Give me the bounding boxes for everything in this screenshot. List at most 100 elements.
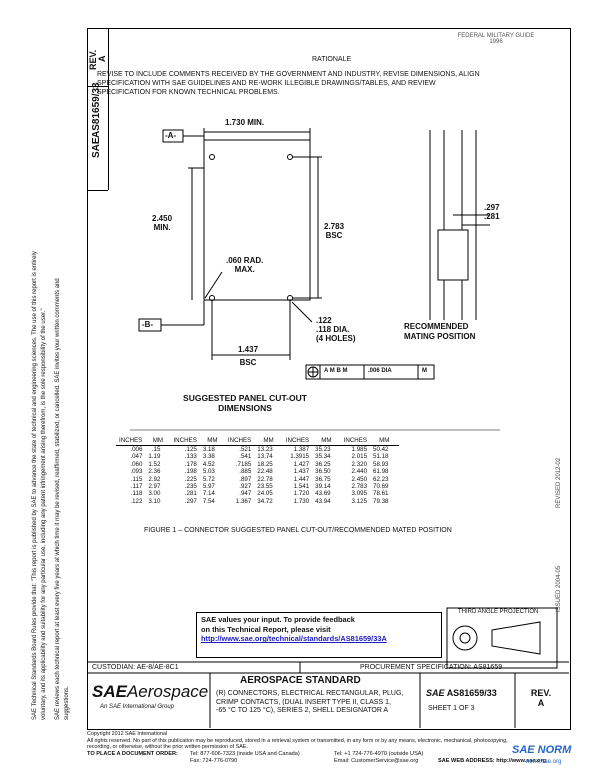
tolerance-datums: A M B M <box>324 368 347 374</box>
table-header: INCHES <box>224 437 255 446</box>
standard-description: (R) CONNECTORS, ELECTRICAL RECTANGULAR, … <box>216 690 403 716</box>
stamp-line-2: 1996 <box>489 39 503 45</box>
footer-order: TO PLACE A DOCUMENT ORDER: <box>87 751 178 758</box>
table-cell: 2.015 <box>351 453 368 461</box>
table-cell: 2.320 <box>351 460 368 468</box>
feedback-box: SAE values your input. To provide feedba… <box>196 612 442 658</box>
table-cell: 1.387 <box>293 446 310 453</box>
title-doc-id: AS81659/33 <box>446 688 497 698</box>
watermark-text: SAE NORM <box>512 744 572 756</box>
table-cell: 51.18 <box>373 453 389 461</box>
tolerance-modifier-3: M <box>422 368 427 374</box>
table-cell: 43.69 <box>315 490 331 498</box>
table-cell: 1.720 <box>293 490 310 498</box>
table-cell: 4.52 <box>202 460 215 468</box>
table-cell: 36.50 <box>315 468 331 476</box>
table-cell: 3.00 <box>148 490 161 498</box>
footer-copyright: Copyright 2012 SAE International <box>87 731 168 737</box>
table-header: INCHES <box>116 437 146 446</box>
feedback-link[interactable]: http://www.sae.org/technical/standards/A… <box>201 634 387 644</box>
table-cell: .235 <box>184 483 197 491</box>
radius-value: .060 RAD. <box>226 256 264 265</box>
table-cell: 36.75 <box>315 475 331 483</box>
revised-date: REVISED 2012-02 <box>556 457 562 508</box>
table-header-row: INCHES MM INCHES MM INCHES MM INCHES MM … <box>116 437 399 446</box>
footer-order-label: TO PLACE A DOCUMENT ORDER: <box>87 751 178 757</box>
dim-center-value: 2.783 <box>324 222 345 231</box>
sae-aerospace-logo: SAEAerospace <box>92 682 208 702</box>
hole-dia: DIA. <box>333 325 350 334</box>
custodian: CUSTODIAN: AE-8/AE-8C1 <box>92 664 179 671</box>
table-cell: .122 <box>130 497 143 505</box>
mating-line-2: MATING POSITION <box>404 332 476 341</box>
tolerance-value: .006 DIA <box>368 368 392 374</box>
footer-tel-2: Tel: +1 724-776-4970 (outside USA) <box>334 751 424 757</box>
table-cell: .133 <box>184 453 197 461</box>
table-cell: .521 <box>239 446 252 453</box>
dim-bottom: 1.437 BSC <box>238 345 258 367</box>
table-cell: 2.36 <box>148 468 161 476</box>
panel-thickness: .297 .281 <box>484 203 500 221</box>
table-cell: 5.72 <box>202 475 215 483</box>
table-cell: .198 <box>184 468 197 476</box>
table-cell: .060 <box>130 460 143 468</box>
table-cell: .927 <box>239 483 252 491</box>
watermark-sub: norm.sae.org <box>526 759 562 765</box>
dim-width-top: 1.730 MIN. <box>225 118 265 127</box>
table-cell: 36.25 <box>315 460 331 468</box>
table-cell: 1.541 <box>293 483 310 491</box>
table-cell: 43.94 <box>315 497 331 505</box>
figure-caption: FIGURE 1 – CONNECTOR SUGGESTED PANEL CUT… <box>144 527 452 534</box>
table-cell: .15 <box>151 446 161 453</box>
panel-thickness-min: .281 <box>484 212 500 221</box>
title-doc-sae: SAE <box>426 688 445 698</box>
footer-tel-1: Tel: 877-606-7323 (inside USA and Canada… <box>190 751 300 757</box>
table-cell: 2.97 <box>148 483 161 491</box>
table-cell: 7.54 <box>202 497 215 505</box>
table-cell: .297 <box>184 497 197 505</box>
mating-line-1: RECOMMENDED <box>404 322 469 331</box>
logo-aerospace: Aerospace <box>126 682 209 701</box>
table-cell: 1.52 <box>148 460 161 468</box>
hole-count: (4 HOLES) <box>316 334 356 343</box>
footer-contact-1: Tel: 877-606-7323 (inside USA and Canada… <box>190 751 300 765</box>
conversion-table: INCHES MM INCHES MM INCHES MM INCHES MM … <box>116 437 399 505</box>
table-header: INCHES <box>282 437 313 446</box>
table-cell: 1.447 <box>293 475 310 483</box>
footer-fax: Fax: 724-776-0790 <box>190 757 238 764</box>
table-cell: 3.38 <box>202 453 215 461</box>
table-cell: .885 <box>239 468 252 476</box>
table-cell: .225 <box>184 475 197 483</box>
table-cell: 1.985 <box>351 446 368 453</box>
table-cell: .897 <box>239 475 252 483</box>
table-cell: .125 <box>184 446 197 453</box>
table-cell: 35.23 <box>315 446 331 453</box>
table-header: MM <box>145 437 171 446</box>
title-rev-value: A <box>537 698 545 708</box>
table-cell: 79.38 <box>373 497 389 505</box>
table-header: MM <box>254 437 283 446</box>
table-cell: 1.3915 <box>290 453 310 461</box>
dim-center-qualifier: BSC <box>325 231 343 240</box>
table-cell: 3.125 <box>351 497 368 505</box>
panel-thickness-max: .297 <box>484 203 500 212</box>
feedback-line-2: on this Technical Report, please visit <box>201 624 331 634</box>
table-cell: .541 <box>239 453 252 461</box>
table-cell: 22.48 <box>257 468 273 476</box>
table-header: INCHES <box>340 437 371 446</box>
radius-callout: .060 RAD. MAX. <box>226 256 263 274</box>
table-cell: 2.450 <box>351 475 368 483</box>
dim-left-qualifier: MIN. <box>153 223 171 232</box>
table-cell: .006 <box>130 446 143 453</box>
table-cell: 24.05 <box>257 490 273 498</box>
table-cell: .281 <box>184 490 197 498</box>
description-line-3: -65 °C TO 125 °C), SERIES 2, SHELL DESIG… <box>216 707 389 715</box>
description-line-2: CRIMP CONTACTS, (DUAL INSERT TYPE II, CL… <box>216 698 391 706</box>
table-cell: 62.23 <box>373 475 389 483</box>
table-cell: .093 <box>130 468 143 476</box>
table-cell: 18.25 <box>257 460 273 468</box>
